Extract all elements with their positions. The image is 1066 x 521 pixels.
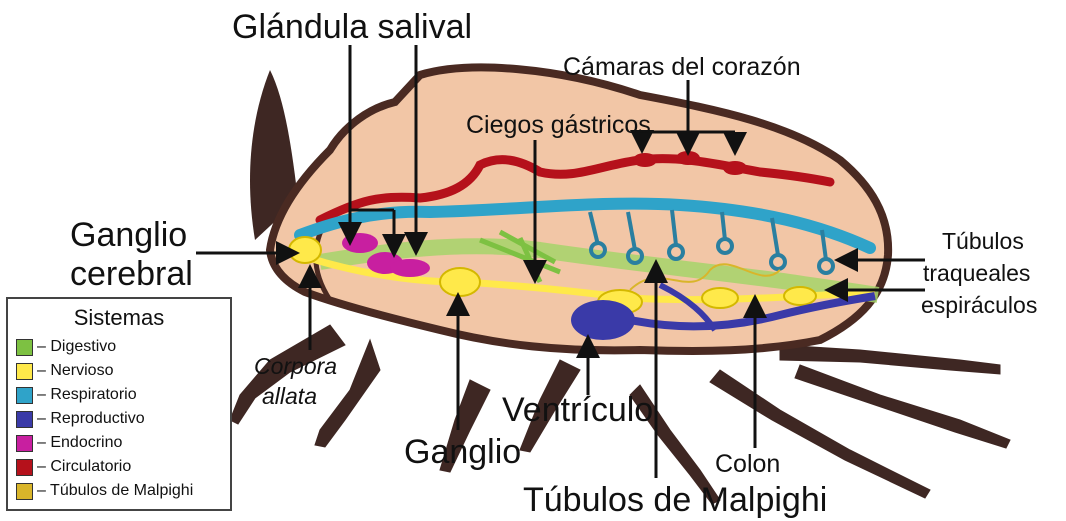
label-ganglio: Ganglio	[404, 435, 521, 469]
legend-swatch	[16, 411, 33, 428]
label-colon: Colon	[715, 452, 780, 477]
legend-swatch	[16, 387, 33, 404]
label-tubulos-traq-line2: traqueales	[923, 262, 1030, 285]
label-tubulos-traq-line3: espiráculos	[921, 294, 1037, 317]
legend-swatch	[16, 339, 33, 356]
legend-label: – Endocrino	[37, 434, 122, 452]
label-tubulos-malpighi: Túbulos de Malpighi	[523, 483, 827, 517]
label-ventriculo: Ventrículo	[502, 393, 653, 427]
legend-item-malpighi: – Túbulos de Malpighi	[16, 481, 193, 501]
legend-label: – Circulatorio	[37, 458, 131, 476]
label-tubulos-traq-line1: Túbulos	[942, 230, 1024, 253]
legend-label: – Respiratorio	[37, 386, 137, 404]
label-glandula-salival: Glándula salival	[232, 10, 472, 44]
label-allata: allata	[262, 385, 317, 408]
legend-item-circulatorio: – Circulatorio	[16, 457, 131, 477]
legend-swatch	[16, 435, 33, 452]
legend-item-digestivo: – Digestivo	[16, 337, 116, 357]
legend-item-reproductivo: – Reproductivo	[16, 409, 145, 429]
legend-label: – Digestivo	[37, 338, 116, 356]
legend-title: Sistemas	[8, 305, 230, 331]
legend-item-nervioso: – Nervioso	[16, 361, 113, 381]
legend-box: Sistemas – Digestivo – Nervioso – Respir…	[6, 297, 232, 511]
legend-label: – Reproductivo	[37, 410, 145, 428]
label-ciegos-gastricos: Ciegos gástricos	[466, 113, 651, 138]
legend-label: – Nervioso	[37, 362, 113, 380]
legend-swatch	[16, 483, 33, 500]
legend-item-respiratorio: – Respiratorio	[16, 385, 137, 405]
label-ganglio-cerebral-line1: Ganglio	[70, 218, 187, 252]
legend-label: – Túbulos de Malpighi	[37, 482, 193, 500]
label-camaras-corazon: Cámaras del corazón	[563, 55, 801, 80]
legend-swatch	[16, 363, 33, 380]
legend-item-endocrino: – Endocrino	[16, 433, 122, 453]
label-ganglio-cerebral-line2: cerebral	[70, 257, 193, 291]
legend-swatch	[16, 459, 33, 476]
label-corpora: Corpora	[254, 355, 337, 378]
